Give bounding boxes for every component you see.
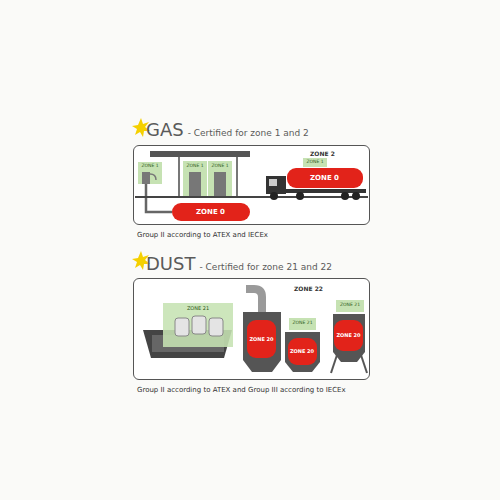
chassis <box>266 189 366 193</box>
hose <box>150 174 156 180</box>
hazard-zone-tank: ZONE 0 <box>287 168 363 188</box>
zone21-area <box>163 303 233 347</box>
zone-label: ZONE 2 <box>310 150 335 157</box>
zone1-area <box>183 161 207 197</box>
zone-label: ZONE 21 <box>289 320 316 325</box>
subheading: - Certified for zone 1 and 2 <box>188 128 309 138</box>
zone-panel: GAS- Certified for zone 1 and 2ZONE 2ZON… <box>133 145 370 225</box>
zone21-area <box>289 318 316 330</box>
hazard-zone-tank: ZONE 0 <box>172 203 250 221</box>
panel-heading: GAS - Certified for zone 1 and 2 <box>146 119 313 140</box>
zone1-area <box>208 161 232 197</box>
bag <box>192 316 206 334</box>
caption: Group II according to ATEX and Group III… <box>137 386 346 394</box>
bag <box>209 318 223 336</box>
zone-label: ZONE 0 <box>196 208 225 216</box>
wheel <box>352 192 360 200</box>
canopy-post <box>178 157 180 197</box>
hazard-zone-tank: ZONE 20 <box>247 320 276 358</box>
silo <box>333 314 365 362</box>
panel-ground <box>133 145 370 225</box>
zone-label: ZONE 1 <box>208 163 232 168</box>
hazard-zone-tank: ZONE 20 <box>288 338 317 365</box>
feed-pipe <box>246 289 262 312</box>
silo <box>243 312 281 372</box>
wheel <box>270 192 278 200</box>
canopy <box>150 151 250 157</box>
zone1-area <box>138 162 162 184</box>
ground-line <box>135 196 368 198</box>
caption: Group II according to ATEX and IECEx <box>137 231 268 239</box>
canopy-post <box>236 157 238 197</box>
zone-panel: DUST- Certified for zone 21 and 22ZONE 2… <box>133 278 370 380</box>
silo-leg <box>331 355 337 373</box>
silo <box>285 332 320 372</box>
zone-label: ZONE 0 <box>310 174 339 182</box>
zone-label: ZONE 20 <box>336 332 360 338</box>
cab-window <box>269 179 277 186</box>
zone-label: ZONE 1 <box>138 163 162 168</box>
wheel <box>296 192 304 200</box>
zone-label: ZONE 21 <box>163 305 233 311</box>
zone1-area <box>303 158 327 167</box>
panel-heading: DUST - Certified for zone 21 and 22 <box>146 253 336 274</box>
zone-label: ZONE 20 <box>290 348 314 354</box>
zone-label: ZONE 1 <box>183 163 207 168</box>
dispenser <box>142 172 150 184</box>
fuel-pump <box>189 172 201 197</box>
subheading: - Certified for zone 21 and 22 <box>199 262 332 272</box>
zone21-area <box>336 300 364 312</box>
zone-label: ZONE 22 <box>294 285 323 292</box>
wheel <box>341 192 349 200</box>
silo-leg <box>361 355 367 373</box>
zone-label: ZONE 21 <box>336 302 364 307</box>
panel-ground <box>133 278 370 380</box>
heading: DUST <box>146 253 195 274</box>
hazard-zone-tank: ZONE 20 <box>334 320 363 351</box>
zone-label: ZONE 1 <box>303 159 327 164</box>
fuel-pump <box>214 172 226 197</box>
zone-label: ZONE 20 <box>249 336 273 342</box>
bag <box>175 318 189 336</box>
heading: GAS <box>146 119 184 140</box>
